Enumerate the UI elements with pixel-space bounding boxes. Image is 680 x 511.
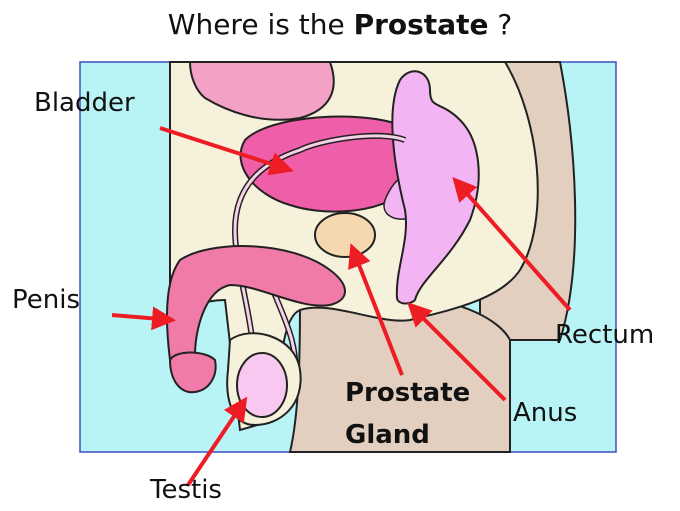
testis	[237, 353, 287, 417]
label-testis: Testis	[150, 475, 222, 505]
label-penis: Penis	[12, 285, 80, 315]
label-bladder: Bladder	[34, 88, 135, 118]
label-prostate-line2: Gland	[345, 420, 430, 450]
label-prostate-line1: Prostate	[345, 378, 470, 408]
prostate-gland	[315, 213, 375, 257]
label-anus: Anus	[513, 398, 577, 428]
label-rectum: Rectum	[555, 320, 654, 350]
